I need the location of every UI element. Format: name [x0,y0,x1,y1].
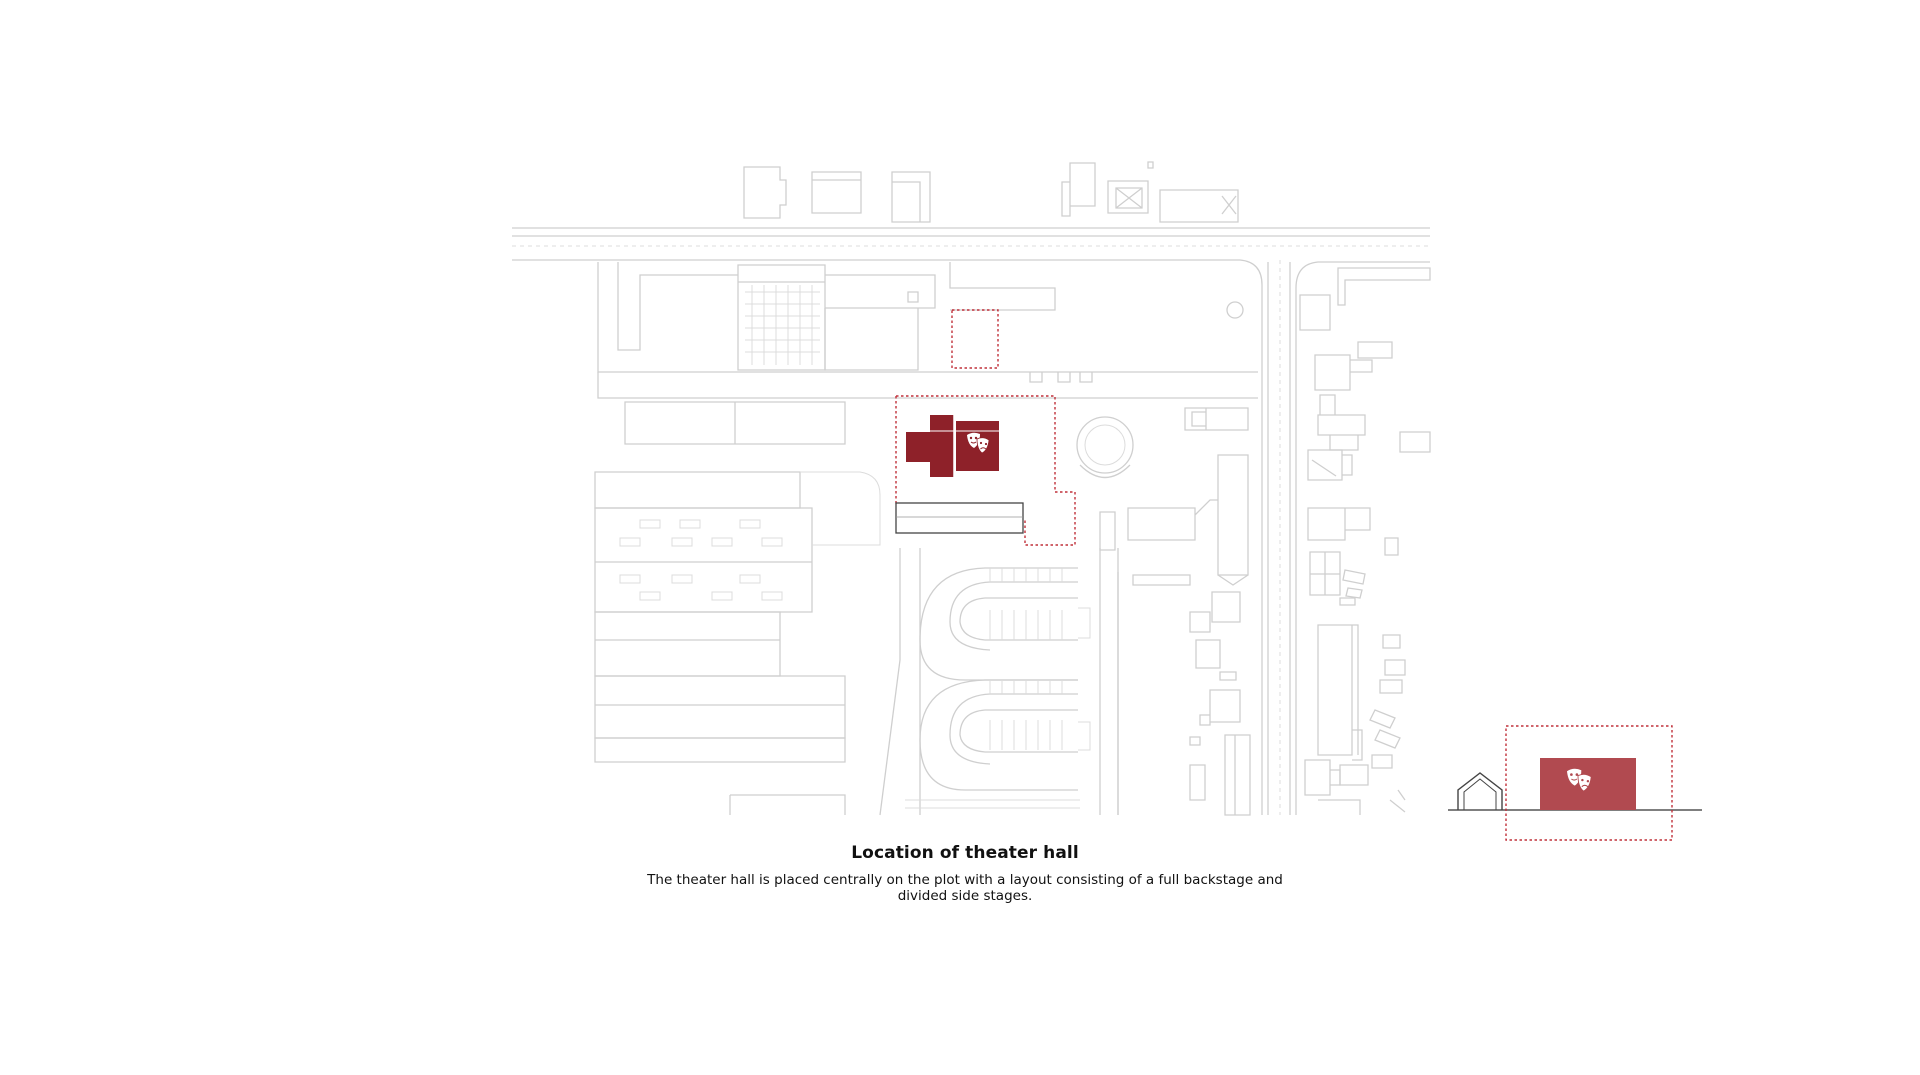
context-buildings-north [743,161,1239,223]
caption: Location of theater hall The theater hal… [640,843,1290,904]
theater-hall-side-stage-lower [930,463,954,477]
house-icon [1457,772,1503,810]
theater-hall-side-stage-left [906,432,930,462]
plot-boundary [895,309,1076,546]
plot-buildings [594,262,1258,815]
theater-hall [895,415,1024,534]
section-sketch [1448,725,1702,841]
theater-hall-backstage [930,415,954,463]
theater-hall-foyer [895,502,1024,534]
caption-title: Location of theater hall [851,843,1079,863]
context-buildings-far-east [1299,267,1431,815]
main-road [512,227,1430,815]
theater-masks-icon [967,432,990,454]
context-buildings-east [1076,407,1251,816]
theater-masks-icon [1567,768,1592,792]
parking-area [879,548,1119,816]
caption-text: The theater hall is placed centrally on … [647,872,1283,904]
